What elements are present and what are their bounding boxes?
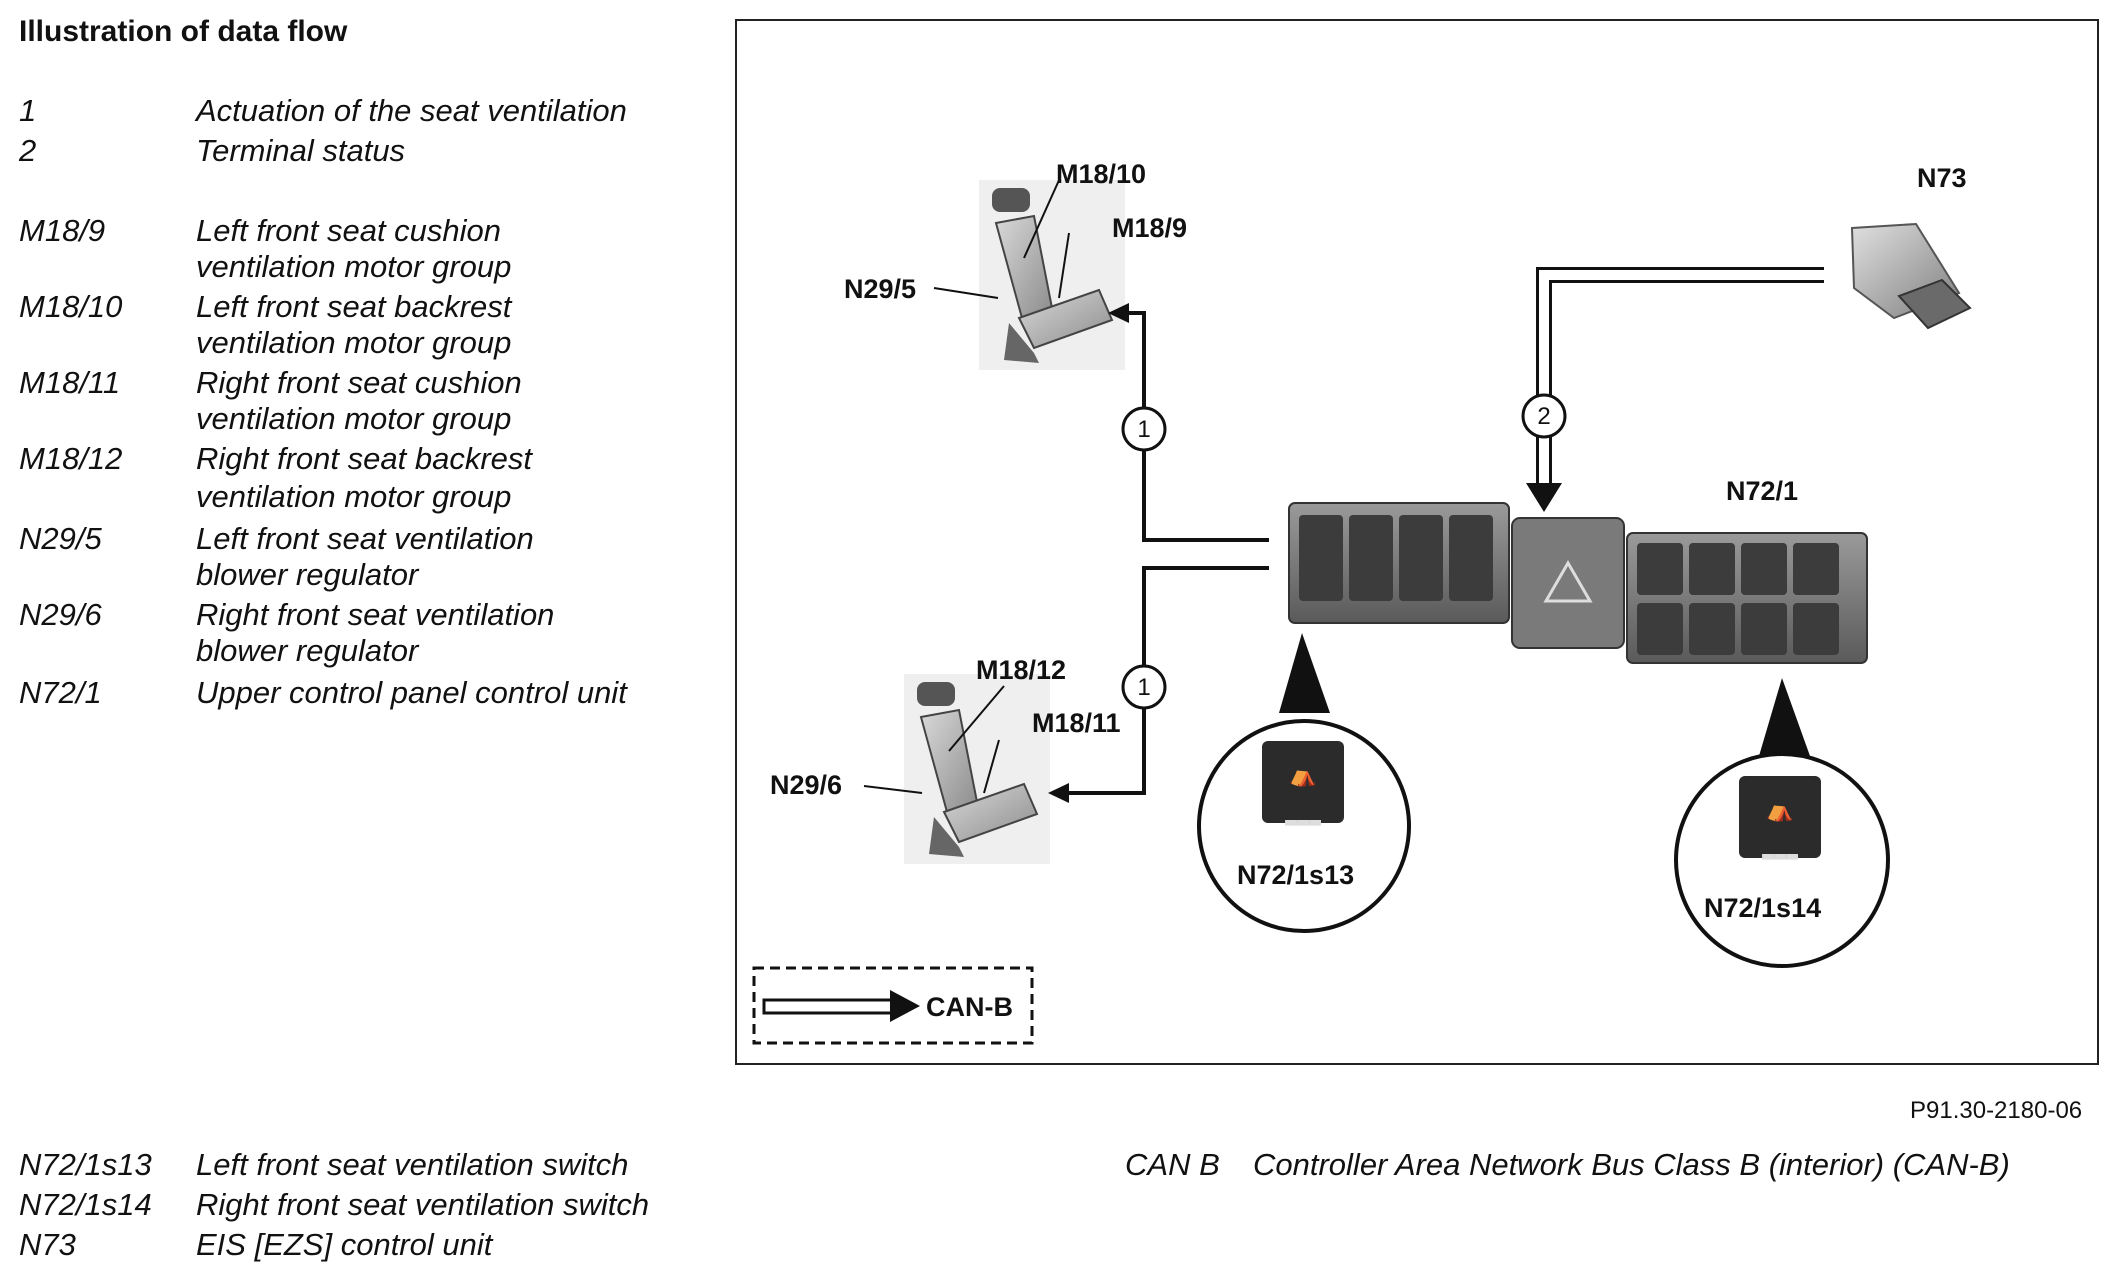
switch-s13-callout: ⛺ ▬▬▬	[1197, 633, 1411, 933]
svg-text:▬▬▬: ▬▬▬	[1285, 809, 1321, 833]
seat-icon: ⛺	[1289, 763, 1316, 788]
arrow-head-icon	[1526, 483, 1562, 512]
left-seat-image	[979, 180, 1125, 370]
switch-s14-callout: ⛺ ▬▬▬	[1674, 678, 1890, 968]
legend-code: N29/5	[19, 521, 102, 556]
can-b-legend-box: CAN-B	[752, 966, 1034, 1045]
label-can-b: CAN-B	[926, 992, 1013, 1022]
upper-control-panel-image	[1288, 502, 1868, 664]
legend-code: CAN B	[1125, 1147, 1220, 1182]
legend-code: N29/6	[19, 597, 102, 632]
label-m18-9: M18/9	[1112, 213, 1187, 243]
legend-desc: Right front seat cushion	[196, 365, 522, 400]
legend-desc: blower regulator	[196, 633, 419, 668]
legend-desc: ventilation motor group	[196, 401, 512, 436]
legend-code: M18/12	[19, 441, 123, 476]
legend-code: N73	[19, 1227, 76, 1262]
legend-desc: blower regulator	[196, 557, 419, 592]
legend-desc: ventilation motor group	[196, 325, 512, 360]
legend-desc: Left front seat cushion	[196, 213, 502, 248]
legend-desc: Left front seat ventilation switch	[196, 1147, 629, 1182]
legend-desc: ventilation motor group	[196, 249, 512, 284]
arrow-head-icon	[1108, 303, 1129, 323]
legend-code: M18/10	[19, 289, 123, 324]
legend-code: N72/1s14	[19, 1187, 152, 1222]
legend-desc: Right front seat ventilation	[196, 597, 555, 632]
flow-number-2: 2	[1521, 393, 1567, 439]
legend-desc: EIS [EZS] control unit	[196, 1227, 493, 1262]
label-n72-1: N72/1	[1726, 476, 1798, 506]
flow-number-text: 1	[1137, 416, 1150, 443]
label-n29-6: N29/6	[770, 770, 842, 800]
flow-number-text: 1	[1137, 674, 1150, 701]
figure-number: P91.30-2180-06	[1910, 1097, 2083, 1124]
legend-desc: Right front seat ventilation switch	[196, 1187, 650, 1222]
legend-desc: Terminal status	[196, 133, 406, 168]
svg-text:▬▬▬: ▬▬▬	[1762, 843, 1798, 867]
legend-desc: Upper control panel control unit	[196, 675, 627, 710]
legend-desc: Actuation of the seat ventilation	[196, 93, 627, 128]
label-n73: N73	[1917, 163, 1967, 193]
legend-code: M18/9	[19, 213, 106, 248]
legend-code: M18/11	[19, 365, 121, 400]
legend-code: N72/1	[19, 675, 102, 710]
arrow-head-icon	[1048, 783, 1069, 803]
seat-icon: ⛺	[1766, 798, 1793, 823]
eis-control-unit-image	[1850, 222, 1972, 330]
arrow-head-icon	[890, 990, 920, 1022]
legend-code: 2	[19, 133, 37, 168]
data-flow-diagram: 1 1 2 ⛺ ▬▬▬ ⛺ ▬▬▬ M18/10 M18/9 N29/5 M18…	[735, 19, 2099, 1065]
page-title: Illustration of data flow	[19, 15, 348, 48]
legend-code: N72/1s13	[19, 1147, 152, 1182]
label-m18-12: M18/12	[976, 655, 1066, 685]
right-seat-image	[904, 674, 1050, 864]
label-m18-10: M18/10	[1056, 159, 1146, 189]
legend-desc: ventilation motor group	[196, 479, 512, 514]
label-m18-11: M18/11	[1032, 708, 1121, 738]
legend-desc: Left front seat ventilation	[196, 521, 534, 556]
flow-number-text: 2	[1537, 403, 1550, 430]
legend-desc: Controller Area Network Bus Class B (int…	[1253, 1147, 2010, 1182]
legend-desc: Left front seat backrest	[196, 289, 512, 324]
legend-code: 1	[19, 93, 37, 128]
label-n72-1s14: N72/1s14	[1704, 893, 1821, 923]
label-n72-1s13: N72/1s13	[1237, 860, 1354, 890]
flow-number-1-upper: 1	[1121, 406, 1167, 452]
flow-number-1-lower: 1	[1121, 664, 1167, 710]
label-n29-5: N29/5	[844, 274, 916, 304]
legend-desc: Right front seat backrest	[196, 441, 532, 476]
